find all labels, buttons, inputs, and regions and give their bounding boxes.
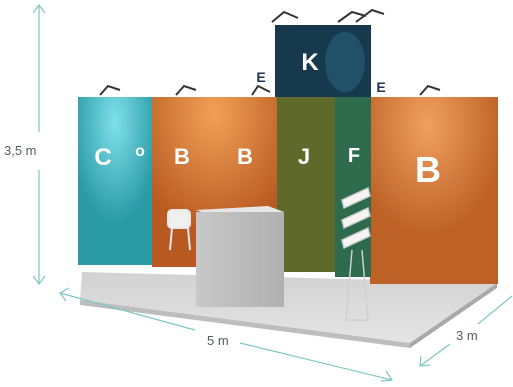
panel-label-b-left: B <box>174 144 190 169</box>
booth-floor <box>80 272 497 343</box>
brochure-rack <box>341 186 371 321</box>
spot-lamps <box>99 8 441 96</box>
reception-desk <box>196 212 284 307</box>
panel-label-b-middle: B <box>237 144 253 169</box>
tower-label-k: K <box>301 49 319 76</box>
dimension-lines <box>32 4 513 382</box>
panel-label-o: o <box>135 143 145 160</box>
dimension-height: 3,5 m <box>4 143 37 158</box>
wall-panel-b-right <box>370 97 498 284</box>
panel-label-c: C <box>94 144 111 171</box>
column-j <box>277 97 335 272</box>
panel-label-b-right: B <box>415 149 441 190</box>
panel-label-j: J <box>298 144 310 169</box>
label-e-right: E <box>376 79 385 95</box>
dimension-width: 5 m <box>207 333 229 348</box>
floor-edge <box>80 300 410 348</box>
column-f <box>335 97 371 277</box>
label-e-left: E <box>256 69 265 85</box>
floor-side-edge <box>410 283 497 348</box>
chair <box>167 209 191 251</box>
wall-panel-c <box>78 97 152 265</box>
dimension-depth: 3 m <box>456 328 478 343</box>
panel-label-f: F <box>348 145 360 167</box>
